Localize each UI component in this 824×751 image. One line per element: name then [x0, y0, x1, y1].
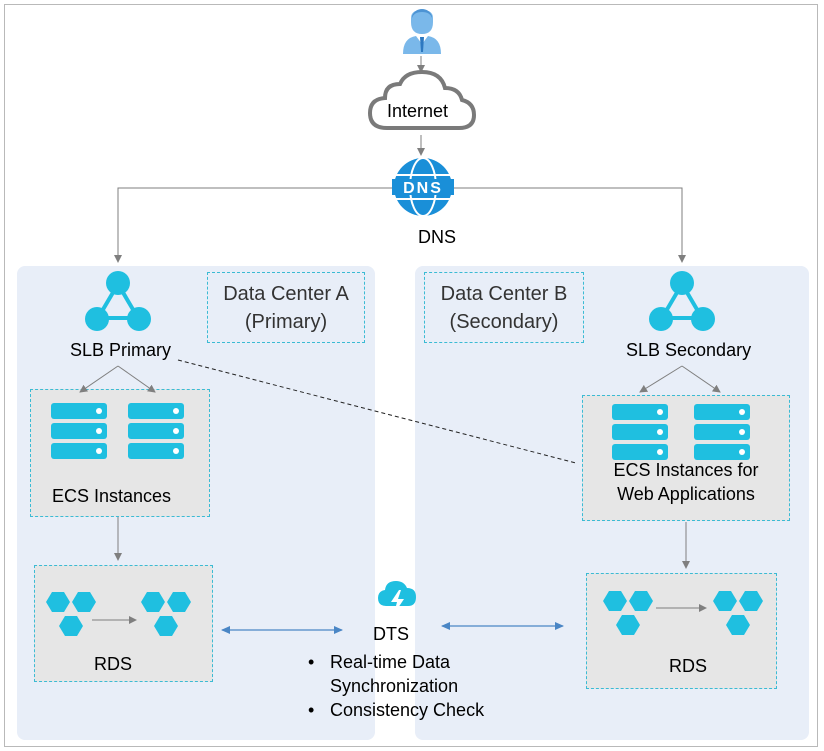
- data-center-a-subtitle: (Primary): [244, 311, 328, 333]
- flow-lines: [79, 56, 721, 624]
- ecs-instances-b-label: ECS Instances for Web Applications: [586, 458, 786, 506]
- data-center-a-title: Data Center A: [223, 283, 349, 305]
- ecs-instances-a-label: ECS Instances: [52, 486, 172, 506]
- dns-label: DNS: [418, 227, 457, 247]
- database-cluster-icon: [713, 591, 763, 635]
- dns-to-slb-primary-line: [114, 187, 392, 263]
- dns-icon-text: DNS: [403, 180, 443, 197]
- dts-cloud-icon: [378, 581, 416, 614]
- slb-b-to-ecs-right: [681, 365, 721, 393]
- rds-b-label: RDS: [669, 656, 708, 676]
- rds-a-label: RDS: [94, 654, 133, 674]
- slb-primary-to-ecs-b-dashed: [177, 359, 577, 464]
- internet-label: Internet: [387, 101, 449, 121]
- database-cluster-icon: [603, 591, 653, 635]
- server-icon: [612, 404, 668, 460]
- data-center-b-title: Data Center B: [440, 283, 568, 305]
- dts-feature-item: Real-time Data: [306, 650, 484, 674]
- dts-label: DTS: [373, 624, 409, 644]
- data-center-b-subtitle: (Secondary): [449, 311, 559, 333]
- database-cluster-icon: [141, 592, 191, 636]
- dts-feature-item: Consistency Check: [306, 698, 484, 722]
- internet-cloud-icon: [367, 69, 477, 130]
- dts-feature-list: Real-time Data Synchronization Consisten…: [306, 650, 484, 722]
- user-icon: [403, 9, 441, 54]
- database-cluster-icon: [46, 592, 96, 636]
- ecs-instances-b-label-line1: ECS Instances for: [613, 460, 759, 480]
- slb-primary-icon: [85, 271, 151, 331]
- dts-feature-item-continued: Synchronization: [330, 676, 459, 696]
- dns-to-slb-secondary-line: [452, 187, 686, 263]
- slb-a-to-ecs-right: [117, 365, 156, 393]
- slb-a-to-ecs-left: [79, 365, 119, 393]
- ecs-instances-b-label-line2: Web Applications: [617, 484, 755, 504]
- data-center-b-title-box: Data Center B (Secondary): [424, 272, 584, 343]
- server-icon: [128, 403, 184, 459]
- slb-primary-label: SLB Primary: [70, 340, 172, 360]
- server-icon: [694, 404, 750, 460]
- slb-b-to-ecs-left: [639, 365, 683, 393]
- data-center-a-title-box: Data Center A (Primary): [207, 272, 365, 343]
- slb-secondary-icon: [649, 271, 715, 331]
- server-icon: [51, 403, 107, 459]
- diagram-frame: [4, 4, 818, 747]
- slb-secondary-label: SLB Secondary: [626, 340, 752, 360]
- dns-icon: DNS: [392, 157, 454, 217]
